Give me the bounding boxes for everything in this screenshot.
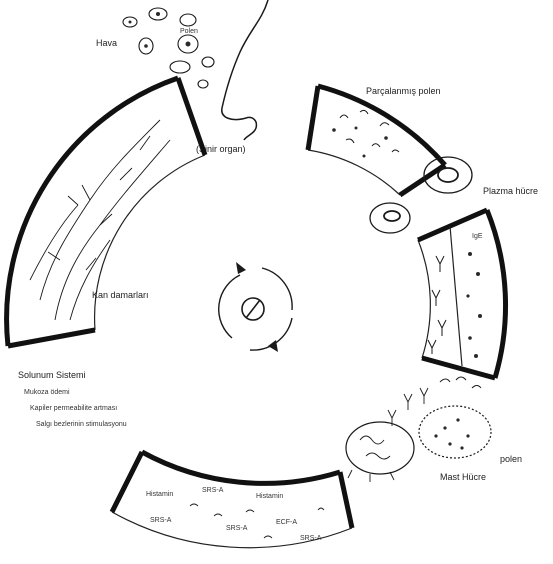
mediator-histamin-1: Histamin [146, 491, 173, 498]
label-salgi: Salgı bezlerinin stimulasyonu [36, 421, 127, 428]
label-kan-damarlari: Kan damarları [92, 290, 149, 300]
mediator-srs-a-4: SRS-A [300, 535, 322, 542]
air-pollen-cluster [123, 8, 214, 88]
ige-antibody-panel [418, 210, 506, 378]
mediator-granules [190, 504, 324, 538]
mast-cell-cluster [346, 377, 491, 482]
label-mast-hucre: Mast Hücre [440, 472, 486, 482]
center-cycle-symbol [219, 262, 292, 352]
center-null-slash [246, 300, 260, 318]
mediator-srs-a-2: SRS-A [150, 517, 172, 524]
label-ige-panel: IgE [472, 233, 483, 240]
label-plazma-hucre: Plazma hücre [483, 186, 538, 196]
label-mukoza-odemi: Mukoza ödemi [24, 389, 70, 396]
label-kapiler: Kapiler permeabilite artması [30, 405, 117, 412]
label-solunum-sistemi: Solunum Sistemi [18, 370, 86, 380]
label-polen-right: polen [500, 454, 522, 464]
cycle-arrowhead-top [236, 262, 246, 274]
mediator-ecf-a: ECF-A [276, 519, 297, 526]
nose-profile [222, 0, 268, 140]
blood-vessels-panel [7, 78, 205, 346]
mediator-srs-a-3: SRS-A [226, 525, 248, 532]
label-parcalanmis-polen: Parçalanmış polen [366, 86, 441, 96]
mediator-srs-a-1: SRS-A [202, 487, 224, 494]
mediators-panel [112, 452, 352, 548]
label-hava: Hava [96, 38, 117, 48]
label-polen-top: Polen [180, 28, 198, 35]
mediator-histamin-2: Histamin [256, 493, 283, 500]
